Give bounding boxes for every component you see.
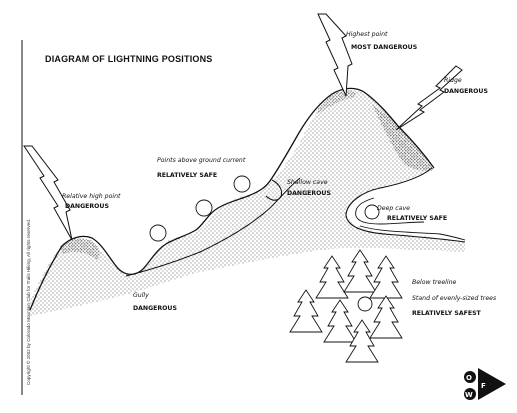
tree-icon: [289, 289, 323, 333]
diagram-title: DIAGRAM OF LIGHTNING POSITIONS: [45, 54, 213, 64]
label-shallow-cave-text: Shallow cave: [287, 179, 328, 186]
logo-circle-bottom: [464, 388, 476, 400]
person-position-circle: [233, 175, 251, 193]
terrain-outline: [29, 87, 435, 311]
label-shallow-cave-danger-text: DANGEROUS: [287, 190, 331, 197]
label-relative-high-text: Relative high point: [62, 192, 121, 200]
label-deep-cave: Deep cave RELATIVELY SAFE: [377, 205, 447, 222]
label-relatively-safe-text: RELATIVELY SAFE: [157, 172, 217, 179]
label-ridge: Ridge DANGEROUS: [444, 77, 488, 95]
logo-letter-f: F: [481, 382, 486, 390]
label-deep-cave-safe-text: RELATIVELY SAFE: [387, 215, 447, 222]
label-stand-of-trees-text: Stand of evenly-sized trees: [412, 294, 497, 302]
label-highest-point: Highest point MOST DANGEROUS: [346, 30, 417, 51]
label-gully: Gully DANGEROUS: [133, 292, 177, 312]
label-highest-point-text: Highest point: [346, 30, 388, 38]
label-relative-high-point: Relative high point DANGEROUS: [62, 192, 121, 210]
copyright-text: Copyright © 2002 by Colorado Mountain Cl…: [25, 219, 31, 385]
logo-letter-o: O: [466, 374, 472, 382]
label-gully-text: Gully: [133, 292, 149, 299]
tree-icon: [323, 299, 357, 343]
label-ridge-danger-text: DANGEROUS: [444, 88, 488, 95]
logo-circle-top: [464, 371, 476, 383]
label-points-above-ground: Points above ground current RELATIVELY S…: [157, 156, 246, 179]
label-below-treeline: Below treeline Stand of evenly-sized tre…: [412, 278, 497, 317]
tree-icon: [369, 255, 403, 299]
label-below-treeline-text: Below treeline: [412, 278, 457, 286]
shallow-cave-outline: [265, 179, 283, 201]
label-relatively-safest-text: RELATIVELY SAFEST: [412, 310, 482, 317]
tree-icon: [315, 255, 349, 299]
lightning-bolt-ridge: [395, 65, 463, 131]
deep-cave-inner: [355, 197, 425, 225]
terrain-shading: [30, 89, 465, 316]
deep-cave-outline: [345, 167, 466, 243]
person-position-circle: [149, 224, 167, 242]
tree-icon: [343, 249, 377, 293]
label-ridge-text: Ridge: [444, 77, 462, 84]
logo-triangle: [478, 368, 506, 400]
label-relative-high-danger-text: DANGEROUS: [65, 203, 109, 210]
person-position-circle: [357, 296, 373, 312]
logo-letter-w: W: [465, 391, 473, 399]
tree-icon: [369, 295, 403, 339]
lightning-bolt-relative-high: [23, 145, 73, 241]
label-points-above-text: Points above ground current: [157, 156, 246, 164]
ridge-shading: [372, 104, 434, 171]
deep-cave-lower: [359, 225, 466, 241]
tree-stand: [289, 249, 403, 363]
lightning-bolt-peak: [317, 13, 353, 97]
person-position-circle: [195, 199, 213, 217]
label-gully-danger-text: DANGEROUS: [133, 305, 177, 312]
label-deep-cave-text: Deep cave: [377, 205, 410, 212]
publisher-logo: O F W: [464, 368, 506, 400]
tree-icon: [345, 319, 379, 363]
person-position-circle: [364, 204, 380, 220]
hillside-inner-line: [125, 177, 301, 277]
relative-high-shading: [60, 238, 100, 260]
label-shallow-cave: Shallow cave DANGEROUS: [287, 179, 331, 197]
label-most-dangerous-text: MOST DANGEROUS: [351, 44, 417, 51]
